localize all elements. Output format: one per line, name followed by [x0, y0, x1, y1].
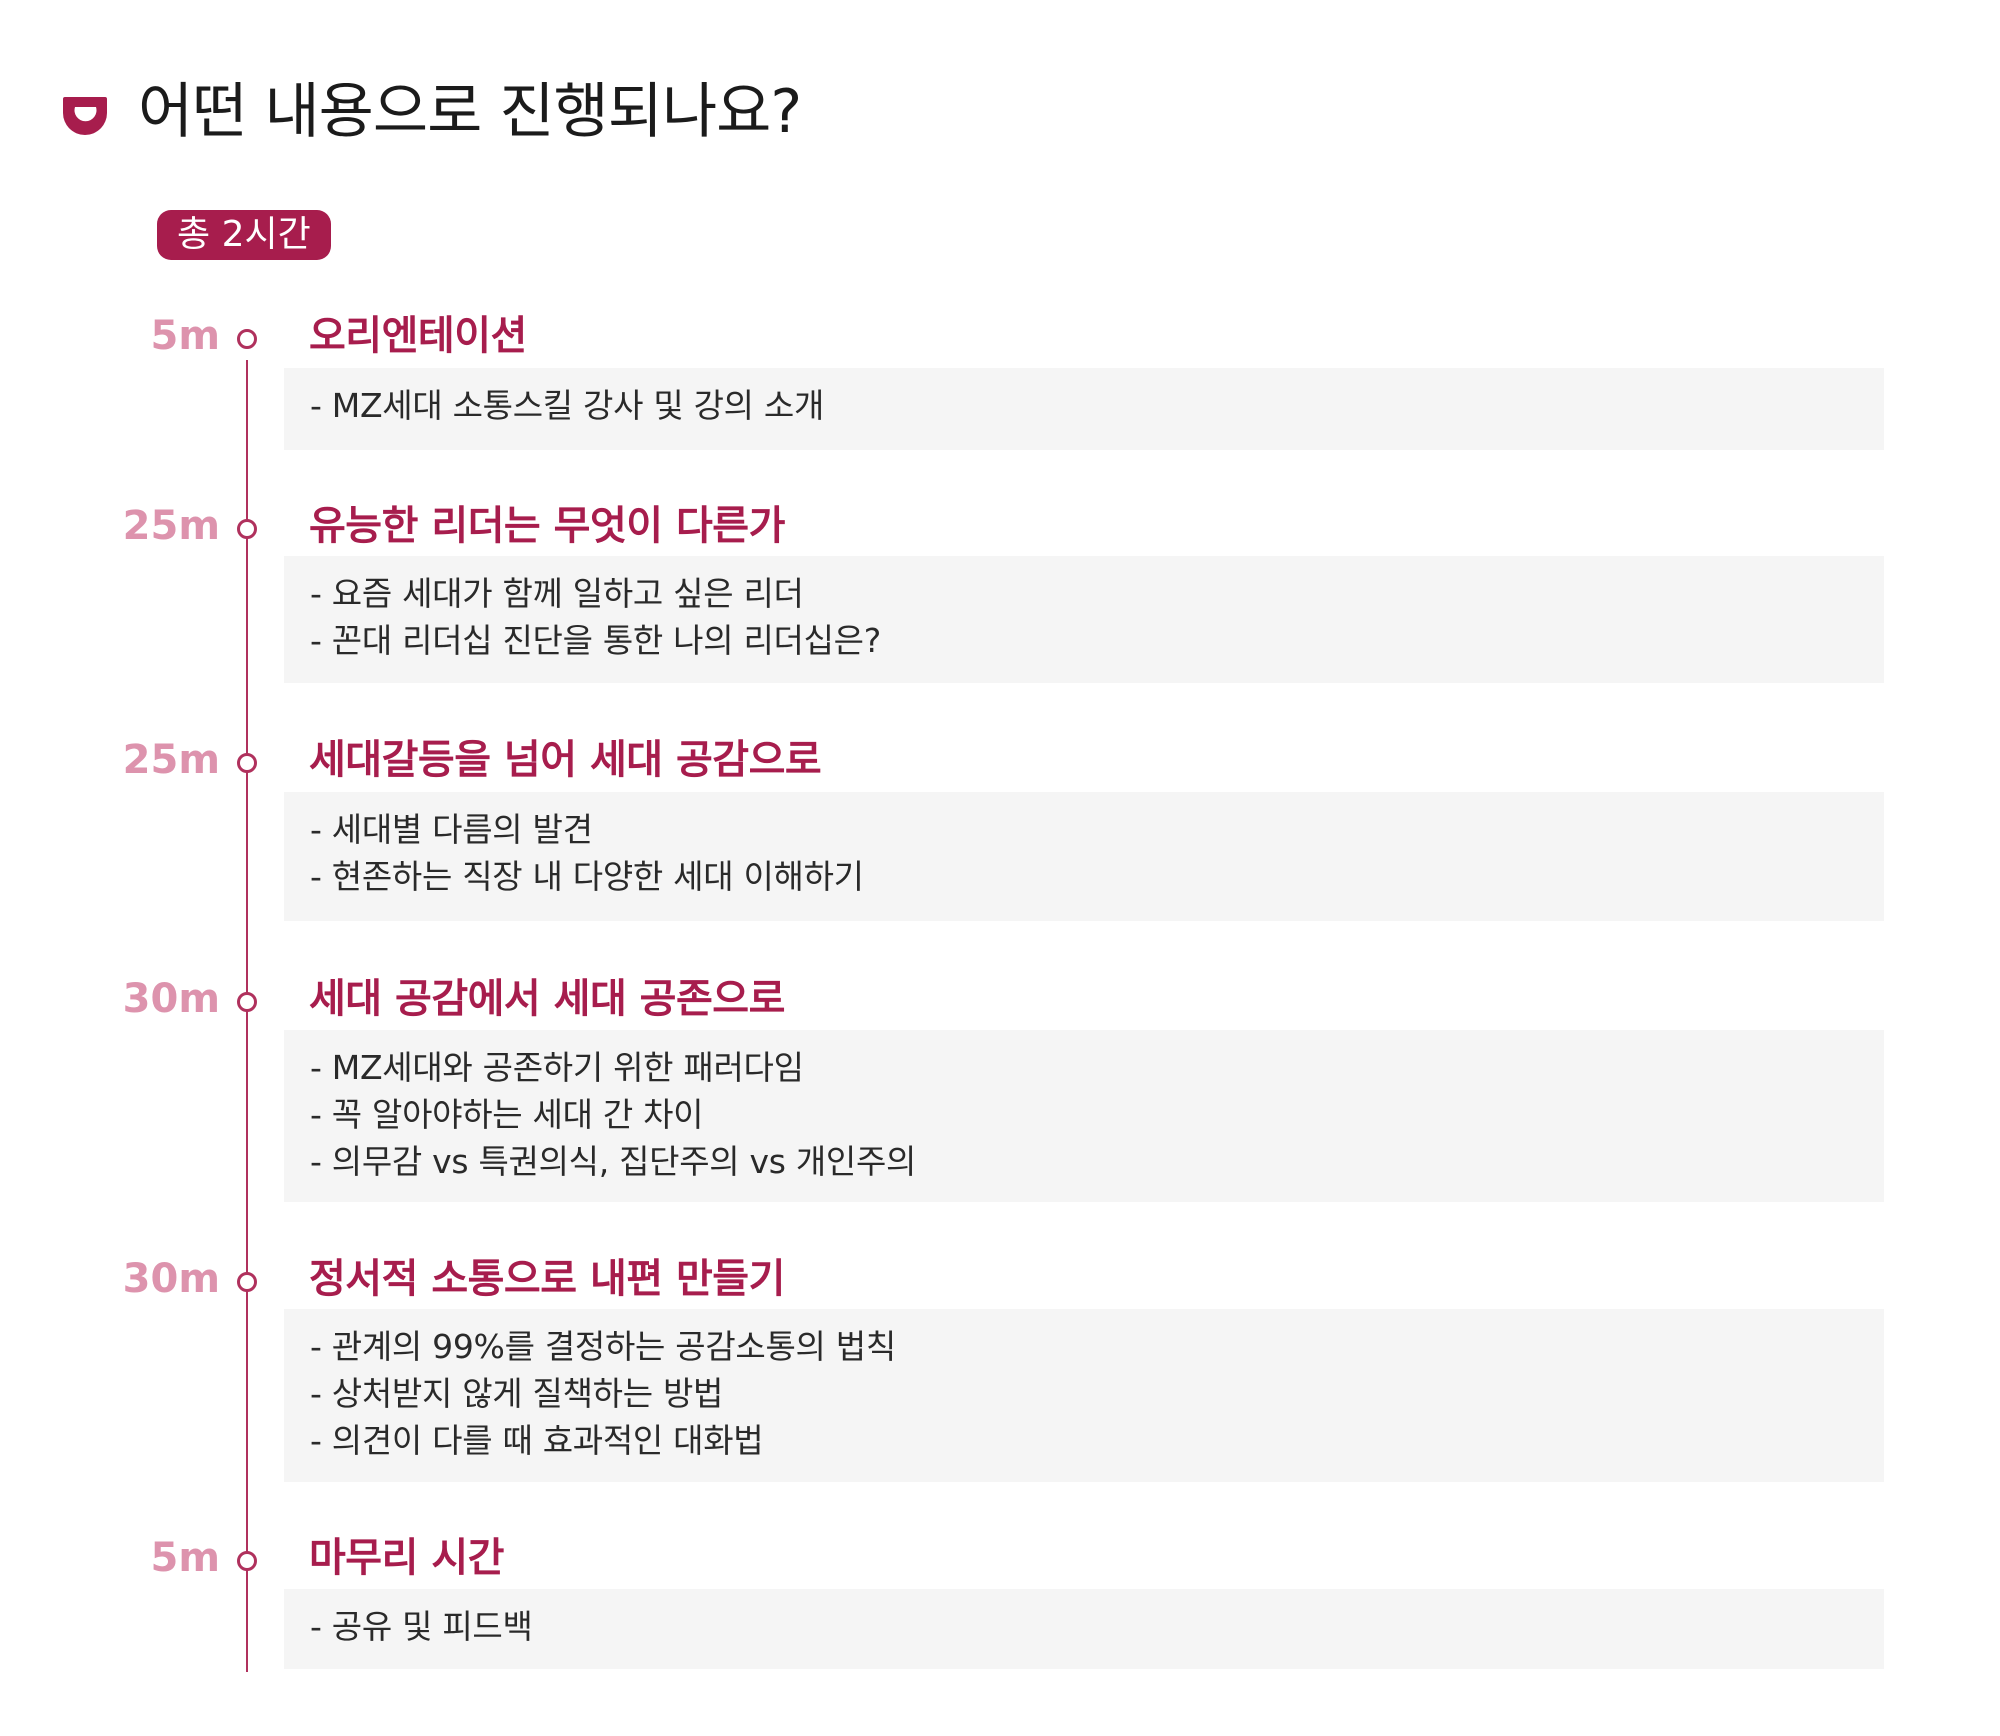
section-duration: 5m: [150, 1535, 220, 1581]
section-duration: 25m: [122, 503, 220, 549]
section-duration: 5m: [150, 313, 220, 359]
red-ring-logo-icon: [63, 97, 107, 135]
section-title: 유능한 리더는 무엇이 다른가: [309, 503, 785, 549]
section-duration: 30m: [122, 1256, 220, 1302]
detail-line: - 공유 및 피드백: [310, 1607, 533, 1646]
section-title: 세대 공감에서 세대 공존으로: [309, 976, 785, 1022]
total-duration-badge: 총 2시간: [157, 210, 331, 260]
section-title: 마무리 시간: [309, 1535, 504, 1581]
detail-line: - 꼰대 리더십 진단을 통한 나의 리더십은?: [310, 621, 881, 660]
timeline-node: [237, 329, 257, 349]
section-detail-box: - 세대별 다름의 발견 - 현존하는 직장 내 다양한 세대 이해하기: [284, 792, 1884, 921]
section-detail-box: - MZ세대 소통스킬 강사 및 강의 소개: [284, 368, 1884, 450]
page-title: 어떤 내용으로 진행되나요?: [138, 77, 802, 147]
detail-line: - 관계의 99%를 결정하는 공감소통의 법칙: [310, 1327, 896, 1366]
page-header: 어떤 내용으로 진행되나요?: [56, 72, 802, 152]
section-duration: 30m: [122, 976, 220, 1022]
section-detail-box: - 관계의 99%를 결정하는 공감소통의 법칙 - 상처받지 않게 질책하는 …: [284, 1309, 1884, 1482]
detail-line: - 꼭 알아야하는 세대 간 차이: [310, 1095, 704, 1134]
section-title: 정서적 소통으로 내편 만들기: [309, 1256, 785, 1302]
section-duration: 25m: [122, 737, 220, 783]
detail-line: - 의견이 다를 때 효과적인 대화법: [310, 1421, 764, 1460]
section-title: 세대갈등을 넘어 세대 공감으로: [309, 737, 822, 783]
detail-line: - 상처받지 않게 질책하는 방법: [310, 1374, 724, 1413]
detail-line: - 현존하는 직장 내 다양한 세대 이해하기: [310, 857, 864, 896]
timeline-line: [246, 360, 248, 1672]
timeline-node: [237, 753, 257, 773]
detail-line: - 세대별 다름의 발견: [310, 810, 593, 849]
section-detail-box: - MZ세대와 공존하기 위한 패러다임 - 꼭 알아야하는 세대 간 차이 -…: [284, 1030, 1884, 1202]
section-detail-box: - 요즘 세대가 함께 일하고 싶은 리더 - 꼰대 리더십 진단을 통한 나의…: [284, 556, 1884, 683]
section-detail-box: - 공유 및 피드백: [284, 1589, 1884, 1669]
timeline-node: [237, 992, 257, 1012]
detail-line: - MZ세대와 공존하기 위한 패러다임: [310, 1048, 804, 1087]
section-title: 오리엔테이션: [309, 313, 527, 359]
timeline-node: [237, 519, 257, 539]
detail-line: - 의무감 vs 특권의식, 집단주의 vs 개인주의: [310, 1142, 917, 1181]
detail-line: - 요즘 세대가 함께 일하고 싶은 리더: [310, 574, 804, 613]
detail-line: - MZ세대 소통스킬 강사 및 강의 소개: [310, 386, 825, 425]
timeline-node: [237, 1551, 257, 1571]
timeline-node: [237, 1272, 257, 1292]
